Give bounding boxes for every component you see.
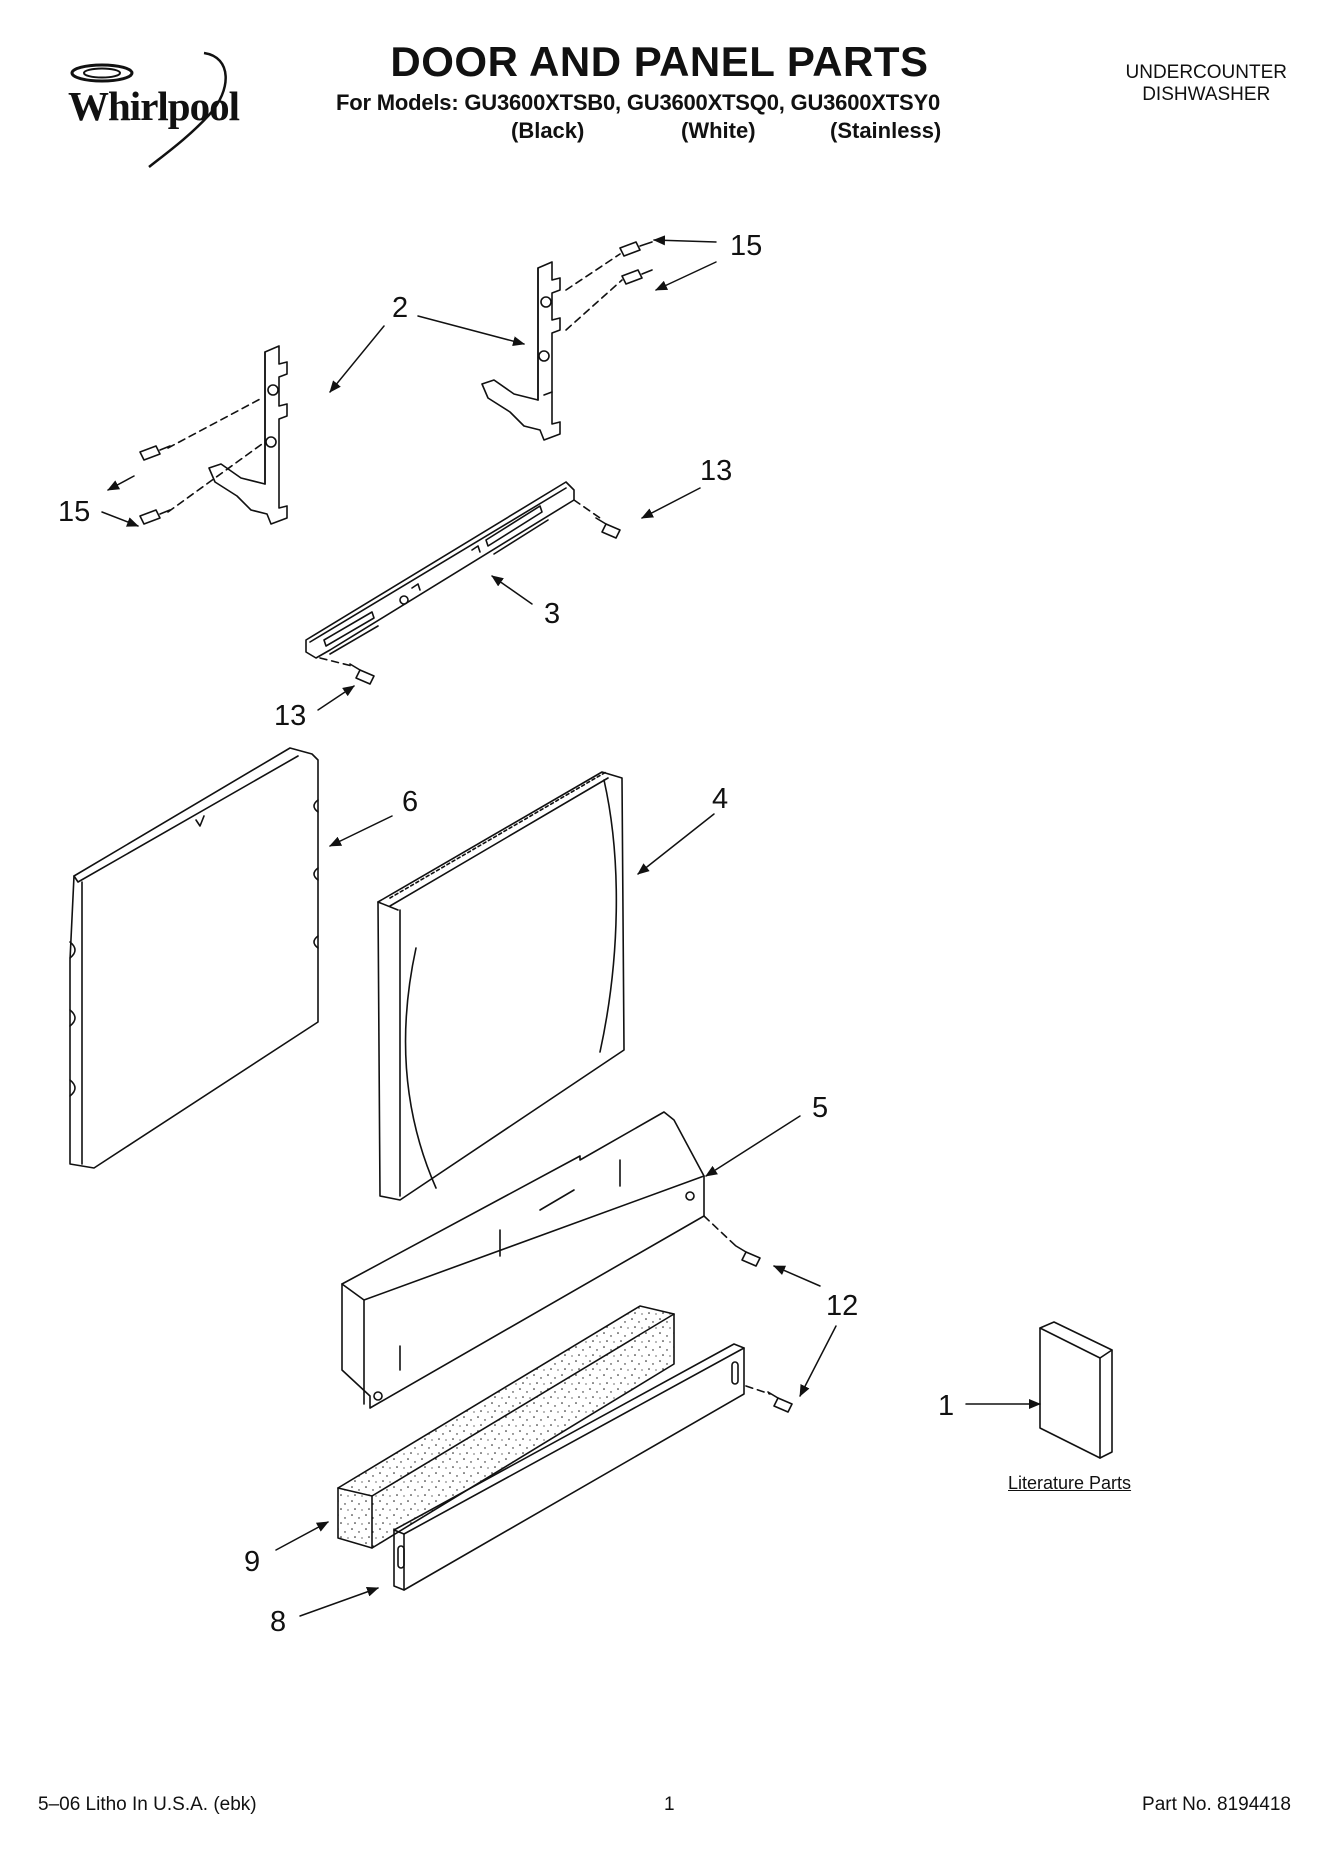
- models-line: For Models: GU3600XTSB0, GU3600XTSQ0, GU…: [336, 90, 940, 115]
- callout-12: 12: [826, 1290, 859, 1322]
- screw-15-lower-a: [139, 445, 171, 461]
- screw-12-lower: [767, 1391, 793, 1413]
- screw-15-lower-b: [139, 509, 171, 525]
- insulation-block: [337, 1305, 675, 1549]
- hinge-bracket-right: [481, 261, 561, 441]
- door-panel-insert: [69, 747, 319, 1169]
- literature-parts-label: Literature Parts: [1008, 1473, 1132, 1493]
- callout-3: 3: [544, 598, 561, 630]
- outer-door: [377, 771, 625, 1201]
- page-title: DOOR AND PANEL PARTS: [390, 38, 929, 85]
- literature-packet: [1039, 1321, 1113, 1459]
- footer-page-number: 1: [664, 1794, 675, 1815]
- toe-kick-panel: [393, 1343, 745, 1591]
- screw-12-upper: [735, 1245, 761, 1267]
- callout-4: 4: [712, 783, 729, 815]
- door-rail: [305, 481, 575, 659]
- screw-13-left: [349, 663, 375, 685]
- appliance-type: UNDERCOUNTER DISHWASHER: [1126, 62, 1288, 106]
- color-white: (White): [681, 118, 756, 143]
- leader-arrows: [101, 235, 1041, 1617]
- callout-13-lower: 13: [274, 700, 307, 732]
- footer-part-number: Part No. 8194418: [1142, 1794, 1291, 1815]
- toe-kick-bracket: [341, 1111, 705, 1409]
- callout-1: 1: [938, 1390, 955, 1422]
- appliance-line-2: DISHWASHER: [1142, 84, 1271, 105]
- callout-2: 2: [392, 292, 409, 324]
- footer-litho: 5–06 Litho In U.S.A. (ebk): [38, 1794, 257, 1815]
- callout-8: 8: [270, 1606, 287, 1638]
- whirlpool-logo: [70, 51, 227, 168]
- callout-5: 5: [812, 1092, 829, 1124]
- appliance-line-1: UNDERCOUNTER: [1125, 62, 1288, 83]
- hinge-bracket-left: [208, 345, 288, 525]
- callout-15-upper: 15: [730, 230, 763, 262]
- color-stainless: (Stainless): [830, 118, 942, 143]
- screw-13-right: [595, 517, 621, 539]
- callout-15-lower: 15: [58, 496, 91, 528]
- callout-6: 6: [402, 786, 419, 818]
- callout-9: 9: [244, 1546, 261, 1578]
- callout-13-upper: 13: [700, 455, 733, 487]
- brand-wordmark: Whirlpool: [68, 83, 240, 129]
- color-black: (Black): [511, 118, 585, 143]
- screw-15-upper-b: [621, 269, 653, 285]
- screw-15-upper-a: [619, 241, 653, 257]
